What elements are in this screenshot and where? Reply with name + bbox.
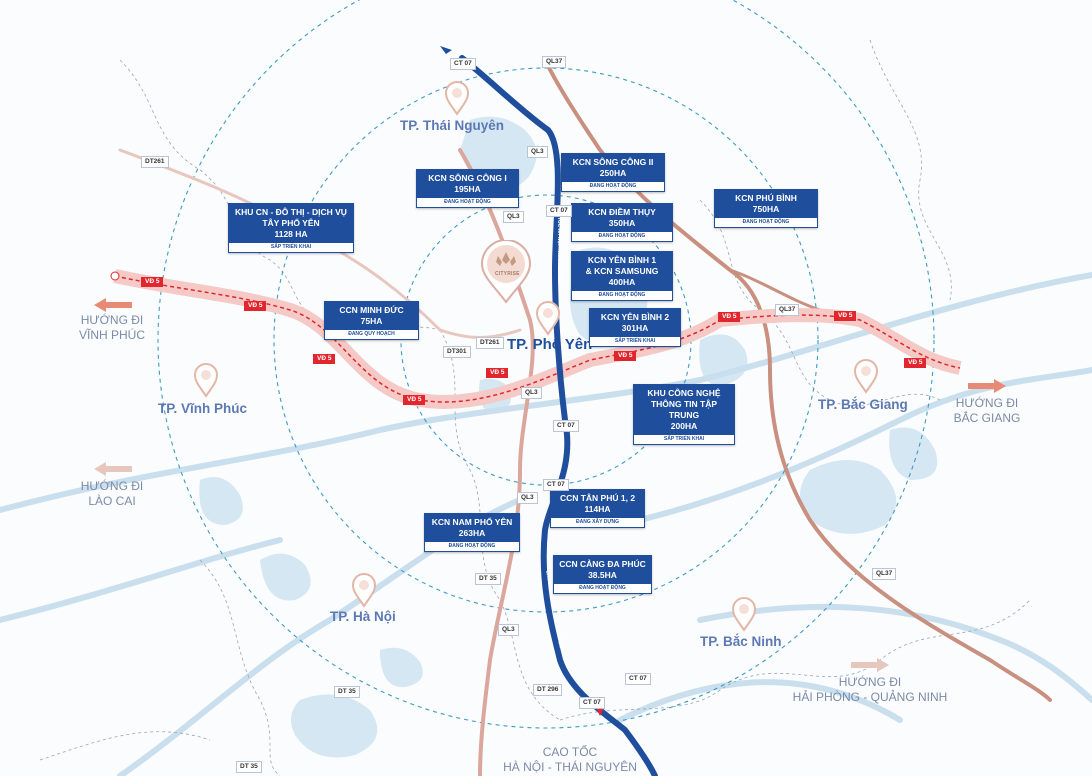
road-label: QL37 xyxy=(775,304,800,316)
road-label: QL3 xyxy=(527,146,548,158)
zone-box[interactable]: KCN YÊN BÌNH 1 & KCN SAMSUNG 400HA ĐANG H… xyxy=(571,251,673,301)
road-label: CT 07 xyxy=(450,58,476,70)
zone-status: ĐANG HOẠT ĐỘNG xyxy=(572,232,672,241)
zone-box[interactable]: CCN TÂN PHÚ 1, 2 114HA ĐANG XÂY DỰNG xyxy=(550,489,645,528)
road-label: CT 07 xyxy=(546,205,572,217)
zone-title: KHU CÔNG NGHỆ THÔNG TIN TẬP TRUNG 200HA xyxy=(647,388,721,431)
direction-hai-phong: HƯỚNG ĐI HẢI PHÒNG - QUẢNG NINH xyxy=(792,675,948,704)
road-label: QL3 xyxy=(517,492,538,504)
zone-title: KCN SÔNG CÔNG I 195HA xyxy=(428,173,507,194)
location-pin-icon xyxy=(853,359,879,394)
vd5-marker: VĐ 5 xyxy=(834,311,857,321)
arrow-right-icon xyxy=(851,658,889,672)
zone-box[interactable]: KCN ĐIỀM THỤY 350HA ĐANG HOẠT ĐỘNG xyxy=(571,203,673,242)
arrow-left-icon xyxy=(94,298,132,312)
road-label: DT 296 xyxy=(533,684,563,696)
radius-circles xyxy=(157,0,935,729)
zone-status: ĐANG HOẠT ĐỘNG xyxy=(715,218,817,227)
city-label-bac-giang: TP. Bắc Giang xyxy=(818,397,908,412)
road-label: DT261 xyxy=(476,337,504,349)
zone-status: ĐANG HOẠT ĐỘNG xyxy=(417,198,518,207)
direction-bac-giang: HƯỚNG ĐI BẮC GIANG xyxy=(953,396,1021,425)
road-label: QL3 xyxy=(521,387,542,399)
logo-text: CITYRISE xyxy=(495,271,520,277)
vd5-marker: VĐ 5 xyxy=(141,277,164,287)
city-label-ha-noi: TP. Hà Nội xyxy=(330,609,396,624)
arrow-left-icon xyxy=(94,462,132,476)
zone-box[interactable]: KCN PHÚ BÌNH 750HA ĐANG HOẠT ĐỘNG xyxy=(714,189,818,228)
vd5-marker: VĐ 5 xyxy=(614,351,637,361)
direction-lao-cai: HƯỚNG ĐI LÀO CAI xyxy=(80,479,144,508)
zone-status: SẮP TRIỂN KHAI xyxy=(634,435,734,444)
vd5-marker: VĐ 5 xyxy=(244,301,267,311)
road-label: DT261 xyxy=(141,156,169,168)
road-label: DT 35 xyxy=(475,573,501,585)
expressway-arrow-icon xyxy=(440,46,452,54)
zone-status: ĐANG XÂY DỰNG xyxy=(551,518,644,527)
arrow-right-icon xyxy=(968,379,1006,393)
location-pin-icon xyxy=(193,363,219,398)
zone-status: ĐANG HOẠT ĐỘNG xyxy=(425,542,519,551)
road-label: QL3 xyxy=(498,624,519,636)
zone-box[interactable]: KHU CN - ĐÔ THỊ - DỊCH VỤ TÂY PHỔ YÊN 11… xyxy=(228,203,354,253)
vd5-marker: VĐ 5 xyxy=(904,358,927,368)
road-label: CT 07 xyxy=(625,673,651,685)
zone-status: ĐANG HOẠT ĐỘNG xyxy=(554,584,651,593)
direction-vinh-phuc: HƯỚNG ĐI VĨNH PHÚC xyxy=(78,313,145,342)
zone-status: ĐANG HOẠT ĐỘNG xyxy=(572,291,672,300)
direction-cao-toc: CAO TỐC HÀ NỘI - THÁI NGUYÊN xyxy=(503,745,637,774)
zone-title: KCN YÊN BÌNH 2 301HA xyxy=(600,312,670,333)
vd5-marker: VĐ 5 xyxy=(403,395,426,405)
zone-status: SẮP TRIỂN KHAI xyxy=(590,337,680,346)
cityrise-logo-icon xyxy=(480,240,532,304)
road-label: QL37 xyxy=(542,56,567,68)
location-pin-icon xyxy=(444,81,470,116)
road-label: CT 07 xyxy=(543,479,569,491)
city-label-thai-nguyen: TP. Thái Nguyên xyxy=(400,118,505,133)
zone-box[interactable]: KHU CÔNG NGHỆ THÔNG TIN TẬP TRUNG 200HA S… xyxy=(633,384,735,445)
road-label: CT 07 xyxy=(553,420,579,432)
city-label-bac-ninh: TP. Bắc Ninh xyxy=(700,634,782,649)
zone-title: KCN YÊN BÌNH 1 & KCN SAMSUNG 400HA xyxy=(585,255,659,287)
location-pin-icon xyxy=(731,597,757,632)
vd5-marker: VĐ 5 xyxy=(718,312,741,322)
zone-status: ĐANG HOẠT ĐỘNG xyxy=(562,182,664,191)
road-label: CT 07 xyxy=(579,697,605,709)
zone-title: KCN ĐIỀM THỤY 350HA xyxy=(588,207,656,228)
rivers xyxy=(0,272,1092,776)
zone-title: KCN NAM PHỔ YÊN 263HA xyxy=(431,517,513,538)
zone-title: CCN CẢNG ĐA PHÚC 38.5HA xyxy=(559,559,646,580)
zone-title: CCN MINH ĐỨC 75HA xyxy=(339,305,404,326)
vd5-marker: VĐ 5 xyxy=(486,368,509,378)
road-label: DT301 xyxy=(443,346,471,358)
zone-box[interactable]: CCN CẢNG ĐA PHÚC 38.5HA ĐANG HOẠT ĐỘNG xyxy=(553,555,652,594)
zone-status: ĐANG QUY HOẠCH xyxy=(325,330,418,339)
location-pin-icon xyxy=(351,573,377,608)
zone-title: KCN SÔNG CÔNG II 250HA xyxy=(572,157,654,178)
zone-box[interactable]: CCN MINH ĐỨC 75HA ĐANG QUY HOẠCH xyxy=(324,301,419,340)
zone-box[interactable]: KCN NAM PHỔ YÊN 263HA ĐANG HOẠT ĐỘNG xyxy=(424,513,520,552)
zone-title: KCN PHÚ BÌNH 750HA xyxy=(735,193,797,214)
vd5-marker: VĐ 5 xyxy=(313,354,336,364)
zone-title: CCN TÂN PHÚ 1, 2 114HA xyxy=(559,493,636,514)
road-label: DT 35 xyxy=(334,686,360,698)
road-label: DT 35 xyxy=(236,761,262,773)
zone-status: SẮP TRIỂN KHAI xyxy=(229,243,353,252)
road-label: QL3 xyxy=(503,211,524,223)
zone-box[interactable]: KCN SÔNG CÔNG II 250HA ĐANG HOẠT ĐỘNG xyxy=(561,153,665,192)
zone-title: KHU CN - ĐÔ THỊ - DỊCH VỤ TÂY PHỔ YÊN 11… xyxy=(235,207,347,239)
zone-box[interactable]: KCN YÊN BÌNH 2 301HA SẮP TRIỂN KHAI xyxy=(589,308,681,347)
location-pin-icon xyxy=(535,301,561,336)
city-label-pho-yen: TP. Phổ Yên xyxy=(507,336,593,353)
road-label: QL37 xyxy=(872,568,897,580)
city-label-vinh-phuc: TP. Vĩnh Phúc xyxy=(158,401,248,416)
zone-box[interactable]: KCN SÔNG CÔNG I 195HA ĐANG HOẠT ĐỘNG xyxy=(416,169,519,208)
